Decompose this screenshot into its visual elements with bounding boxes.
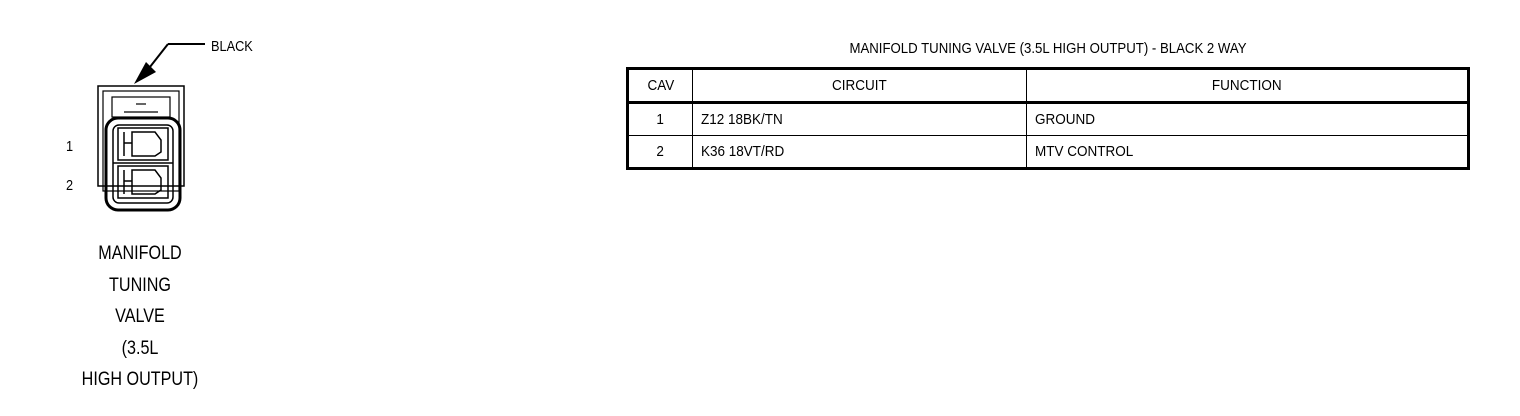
- function-value: GROUND: [1035, 111, 1096, 128]
- header-function: FUNCTION: [1026, 68, 1469, 104]
- caption-line: VALVE: [115, 306, 165, 327]
- cell-function: GROUND: [1026, 102, 1469, 136]
- pin-1-label: 1: [66, 138, 74, 155]
- cavity-1: [117, 127, 169, 161]
- cavity-2: [117, 165, 169, 199]
- header-circuit-text: CIRCUIT: [832, 77, 887, 94]
- color-callout-label: BLACK: [211, 38, 253, 55]
- cav-value: 1: [656, 111, 665, 128]
- caption-line: HIGH OUTPUT): [81, 369, 199, 390]
- caption-line: TUNING: [109, 274, 171, 296]
- callout-arrowhead: [134, 62, 156, 84]
- table-row: 1 Z12 18BK/TN GROUND: [627, 102, 1469, 136]
- header-cav: CAV: [627, 68, 693, 104]
- cell-cav: 2: [627, 135, 693, 169]
- pinout-table: CAV CIRCUIT FUNCTION 1 Z12 18BK/TN GROUN…: [626, 67, 1470, 170]
- cell-circuit: K36 18VT/RD: [692, 135, 1027, 169]
- caption-line: (3.5L: [121, 337, 159, 359]
- connector-caption: MANIFOLD TUNING VALVE (3.5L HIGH OUTPUT): [72, 238, 208, 396]
- table-row: 2 K36 18VT/RD MTV CONTROL: [627, 135, 1469, 169]
- circuit-value: K36 18VT/RD: [701, 143, 785, 160]
- cell-function: MTV CONTROL: [1026, 135, 1469, 169]
- pin-2-label: 2: [66, 177, 74, 194]
- caption-line: MANIFOLD: [98, 243, 182, 264]
- cell-circuit: Z12 18BK/TN: [692, 102, 1027, 136]
- table-title: MANIFOLD TUNING VALVE (3.5L HIGH OUTPUT)…: [849, 40, 1247, 57]
- connector-shell: [97, 85, 185, 212]
- connector-diagram: [97, 43, 205, 212]
- cell-cav: 1: [627, 102, 693, 136]
- header-cav-text: CAV: [647, 77, 674, 94]
- callout-arrow: [145, 43, 205, 73]
- header-function-text: FUNCTION: [1212, 77, 1282, 94]
- table-header-row: CAV CIRCUIT FUNCTION: [627, 68, 1469, 104]
- cav-value: 2: [656, 143, 665, 160]
- circuit-value: Z12 18BK/TN: [701, 111, 783, 128]
- function-value: MTV CONTROL: [1035, 143, 1134, 160]
- header-circuit: CIRCUIT: [692, 68, 1027, 104]
